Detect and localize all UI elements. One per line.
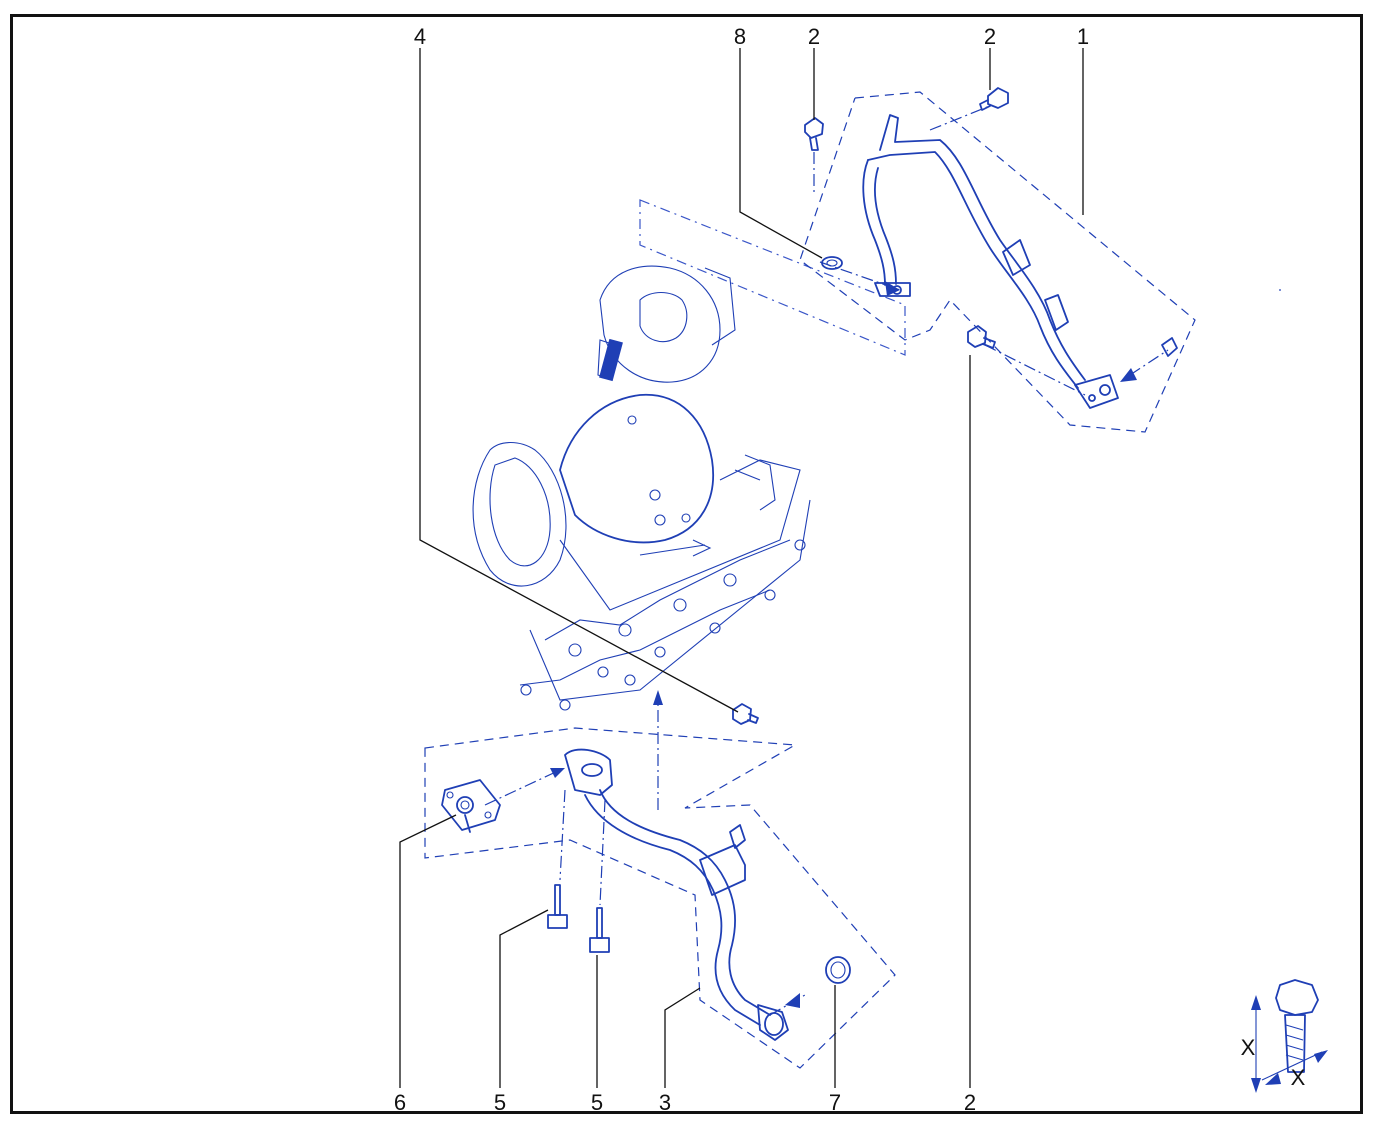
bolt-dimension-label-b: X — [1291, 1065, 1306, 1090]
turbocharger-assembly — [472, 199, 906, 711]
washer-8 — [821, 256, 843, 270]
callout-7: 7 — [829, 1090, 841, 1115]
bolt-4 — [732, 703, 759, 725]
diagram-frame — [10, 14, 1363, 1114]
o-ring-7 — [825, 956, 851, 984]
bolt-torque-symbol — [1251, 289, 1328, 1093]
callout-4: 4 — [414, 24, 426, 49]
bolt-mid-right — [967, 325, 996, 349]
lower-oil-pipe-group — [424, 690, 896, 1069]
callout-5b: 5 — [591, 1090, 603, 1115]
gasket-6 — [441, 779, 501, 833]
callout-2-top-a: 2 — [808, 24, 820, 49]
callout-2-top-b: 2 — [984, 24, 996, 49]
leader-4 — [419, 48, 739, 713]
leader-3 — [664, 987, 701, 1088]
callout-6: 6 — [394, 1090, 406, 1115]
bolt-top-a — [804, 117, 824, 195]
bolt-5a — [547, 884, 568, 929]
bolt-5b — [589, 907, 610, 953]
leader-8 — [739, 48, 823, 259]
bolt-top-b — [979, 87, 1009, 111]
callout-labels: 4 8 2 2 1 6 5 5 3 7 2 X X — [394, 24, 1306, 1115]
bolt-dimension-label-a: X — [1241, 1035, 1256, 1060]
callout-1: 1 — [1077, 24, 1089, 49]
callout-8: 8 — [734, 24, 746, 49]
leader-lines — [399, 48, 1084, 1088]
washer-right — [1161, 337, 1178, 357]
callout-2-bottom: 2 — [964, 1090, 976, 1115]
upper-oil-pipe-group — [799, 91, 1196, 433]
leader-6 — [399, 814, 457, 1088]
callout-5a: 5 — [494, 1090, 506, 1115]
callout-3: 3 — [659, 1090, 671, 1115]
leader-5a — [499, 909, 549, 1088]
